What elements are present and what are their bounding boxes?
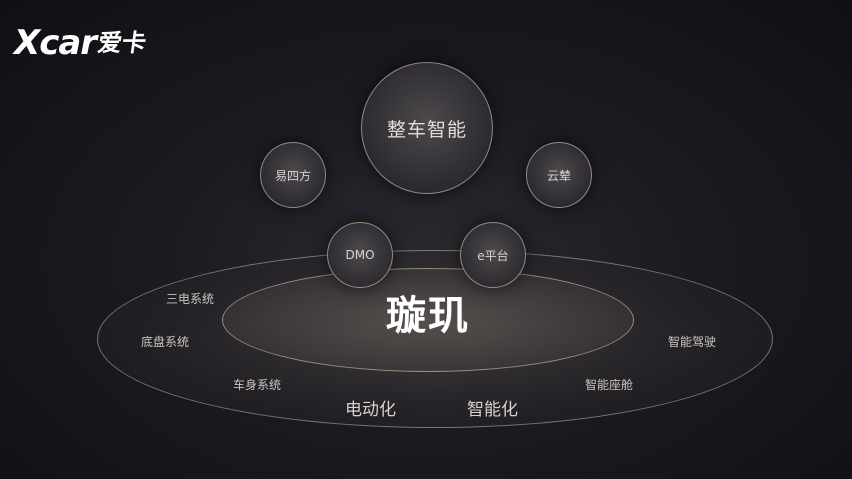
logo-sub: 爱卡 <box>96 29 149 57</box>
circle-yisifang: 易四方 <box>260 142 326 208</box>
label-electrification: 电动化 <box>345 400 396 420</box>
label-driving: 智能驾驶 <box>668 335 717 349</box>
inner-ring <box>222 268 634 372</box>
label-body: 车身系统 <box>233 378 282 392</box>
label-chassis: 底盘系统 <box>141 335 190 349</box>
xcar-logo: Xcar 爱卡 <box>14 23 149 63</box>
circle-e-platform: e平台 <box>460 222 526 288</box>
center-title: 璇玑 <box>386 293 470 339</box>
circle-vehicle-intelligence: 整车智能 <box>361 62 493 194</box>
label-intelligence: 智能化 <box>467 400 518 420</box>
label-three-electric: 三电系统 <box>166 292 215 306</box>
logo-mark: Xcar <box>14 23 97 63</box>
circle-dmo: DMO <box>327 222 393 288</box>
circle-yunnian: 云辇 <box>526 142 592 208</box>
label-cockpit: 智能座舱 <box>585 378 634 392</box>
